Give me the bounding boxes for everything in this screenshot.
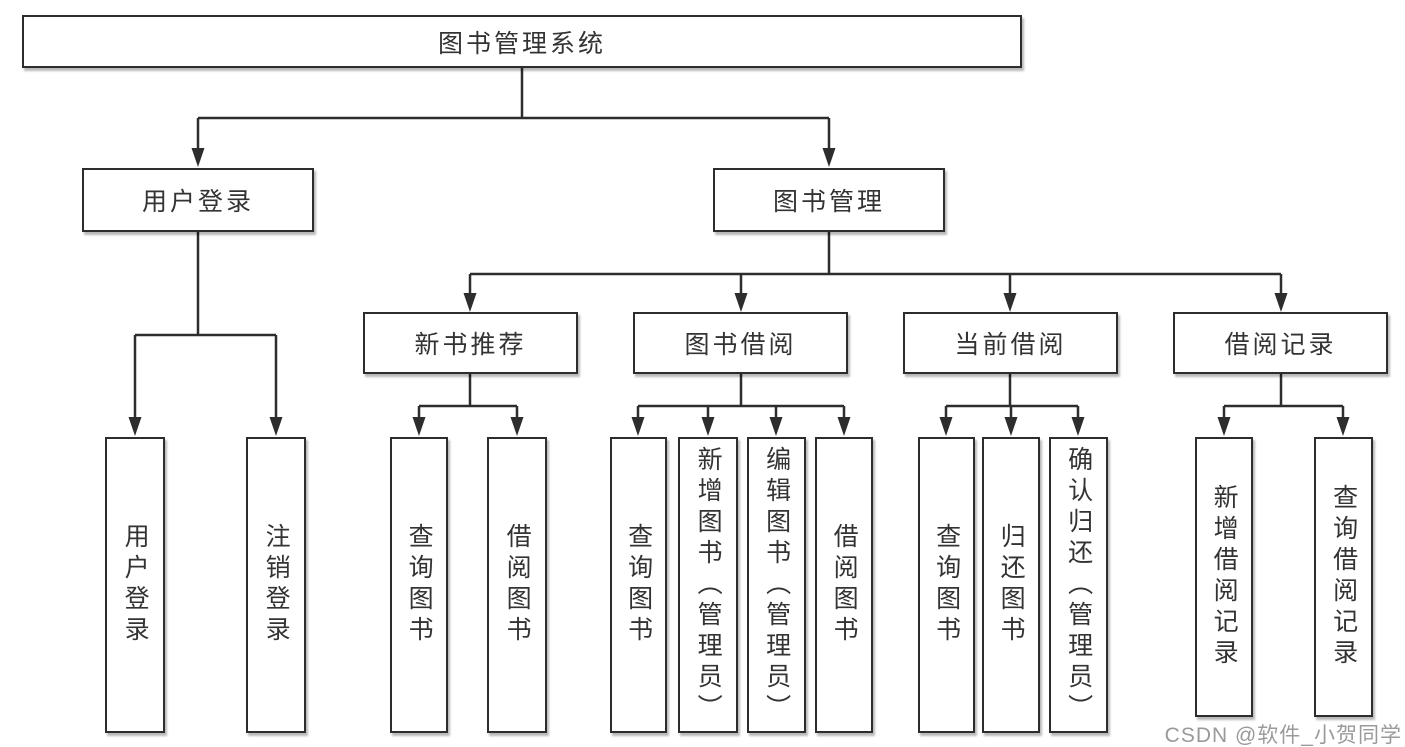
node-label: 查询借阅记录 bbox=[1329, 484, 1358, 670]
node-label: 借阅记录 bbox=[1224, 331, 1337, 359]
node-leaf-edit-books-admin: 编辑图书（管理员） bbox=[747, 437, 806, 733]
connector-new-book-branch bbox=[412, 374, 524, 436]
node-label: 归还图书 bbox=[997, 523, 1026, 647]
node-leaf-borrow-books-1: 借阅图书 bbox=[487, 437, 547, 733]
node-leaf-query-books-2: 查询图书 bbox=[610, 437, 667, 733]
node-label: 查询图书 bbox=[405, 523, 434, 647]
node-leaf-query-borrow-record: 查询借阅记录 bbox=[1314, 437, 1373, 717]
node-label: 新增借阅记录 bbox=[1210, 484, 1239, 670]
node-label: 查询图书 bbox=[624, 523, 653, 647]
node-new-book-recommend: 新书推荐 bbox=[363, 312, 578, 374]
node-label: 用户登录 bbox=[121, 523, 150, 647]
node-leaf-borrow-books-2: 借阅图书 bbox=[815, 437, 873, 733]
node-label: 用户登录 bbox=[141, 188, 254, 216]
node-label: 新书推荐 bbox=[414, 331, 527, 359]
connector-user-login-branch bbox=[128, 232, 283, 436]
node-book-management: 图书管理 bbox=[713, 168, 945, 232]
node-leaf-query-books-3: 查询图书 bbox=[918, 437, 975, 733]
node-label: 图书管理系统 bbox=[437, 29, 606, 58]
node-user-login: 用户登录 bbox=[82, 168, 314, 232]
node-current-borrow: 当前借阅 bbox=[903, 312, 1118, 374]
watermark: CSDN @软件_小贺同学 bbox=[1164, 724, 1402, 747]
node-leaf-user-login: 用户登录 bbox=[105, 437, 165, 733]
node-leaf-query-books-1: 查询图书 bbox=[390, 437, 448, 733]
node-label: 确认归还（管理员） bbox=[1064, 445, 1093, 725]
node-label: 新增图书（管理员） bbox=[694, 445, 723, 725]
node-label: 借阅图书 bbox=[830, 523, 859, 647]
connector-root-to-level2 bbox=[191, 68, 836, 167]
node-leaf-return-books: 归还图书 bbox=[982, 437, 1040, 733]
node-leaf-confirm-return-admin: 确认归还（管理员） bbox=[1049, 437, 1108, 733]
connector-book-borrow-branch bbox=[631, 374, 851, 436]
node-borrow-records: 借阅记录 bbox=[1173, 312, 1388, 374]
node-label: 图书借阅 bbox=[684, 331, 797, 359]
node-leaf-logout: 注销登录 bbox=[246, 437, 306, 733]
node-label: 当前借阅 bbox=[954, 331, 1067, 359]
node-label: 编辑图书（管理员） bbox=[762, 445, 791, 725]
node-book-borrow: 图书借阅 bbox=[633, 312, 848, 374]
node-leaf-add-borrow-record: 新增借阅记录 bbox=[1195, 437, 1253, 717]
connector-borrow-records-branch bbox=[1217, 374, 1350, 436]
node-label: 注销登录 bbox=[262, 523, 291, 647]
node-label: 查询图书 bbox=[932, 523, 961, 647]
node-label: 图书管理 bbox=[772, 188, 885, 216]
node-label: 借阅图书 bbox=[503, 523, 532, 647]
connector-current-borrow-branch bbox=[939, 374, 1085, 436]
node-library-management-system: 图书管理系统 bbox=[22, 15, 1022, 68]
node-leaf-add-books-admin: 新增图书（管理员） bbox=[678, 437, 738, 733]
connector-book-management-branch bbox=[463, 232, 1288, 312]
